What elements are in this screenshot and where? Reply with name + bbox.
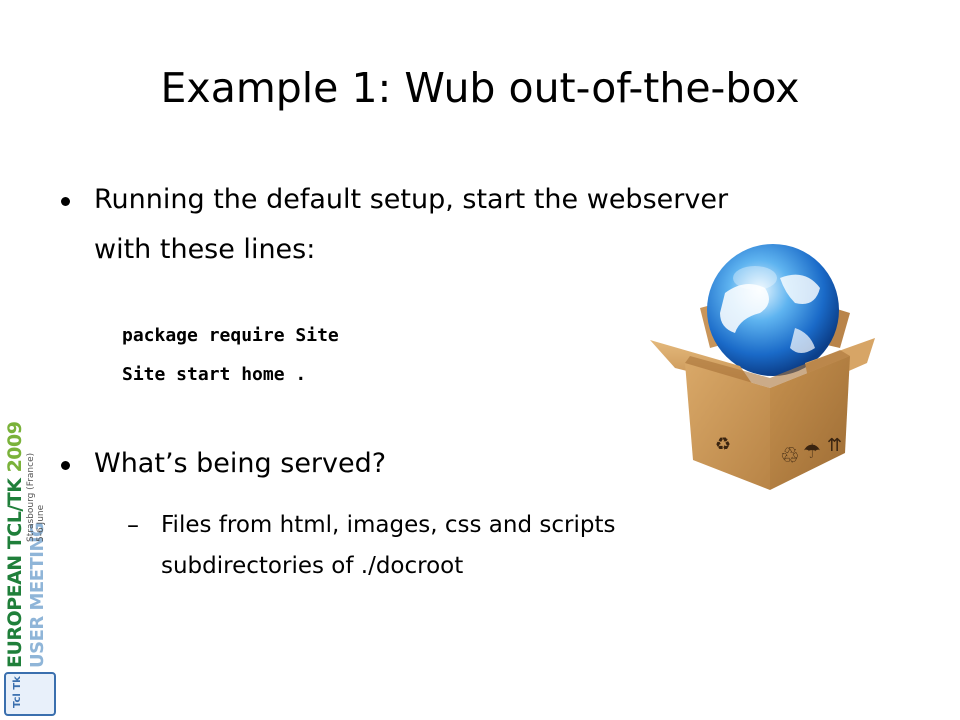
svg-text:♲: ♲ xyxy=(780,444,800,469)
sub-bullet-dash: – xyxy=(127,511,139,539)
bullet-dot xyxy=(61,461,70,470)
code-line: package require Site xyxy=(122,325,339,346)
logo-title-line2: USER MEETING xyxy=(27,522,48,668)
svg-text:☂: ☂ xyxy=(803,439,821,463)
bullet-text: Running the default setup, start the web… xyxy=(94,184,729,215)
sub-bullet-text: Files from html, images, css and scripts xyxy=(161,512,616,538)
logo-date: 5-6 June xyxy=(36,504,46,542)
logo-title-main: EUROPEAN TCL/TK xyxy=(4,472,26,668)
tcl-tk-label: Tcl Tk xyxy=(12,676,23,708)
code-line: Site start home . xyxy=(122,364,307,385)
event-logo: Tcl Tk EUROPEAN TCL/TK 2009 USER MEETING… xyxy=(0,420,58,720)
logo-city: Strasbourg (France) xyxy=(26,452,36,542)
logo-location: Strasbourg (France) 5-6 June xyxy=(26,453,46,542)
logo-title-line1: EUROPEAN TCL/TK 2009 xyxy=(4,422,26,668)
bullet-dot xyxy=(61,197,70,206)
svg-text:♻: ♻ xyxy=(715,434,731,455)
tcl-tk-logo-box: Tcl Tk xyxy=(4,672,56,716)
sub-bullet-text: subdirectories of ./docroot xyxy=(161,553,464,579)
logo-year: 2009 xyxy=(4,421,26,473)
bullet-text: What’s being served? xyxy=(94,448,387,479)
globe-in-box-icon: ♲ ☂ ⇈ ♻ xyxy=(650,244,875,490)
slide-title: Example 1: Wub out-of-the-box xyxy=(160,64,800,112)
bullet-text: with these lines: xyxy=(94,234,316,265)
svg-text:⇈: ⇈ xyxy=(827,435,842,456)
